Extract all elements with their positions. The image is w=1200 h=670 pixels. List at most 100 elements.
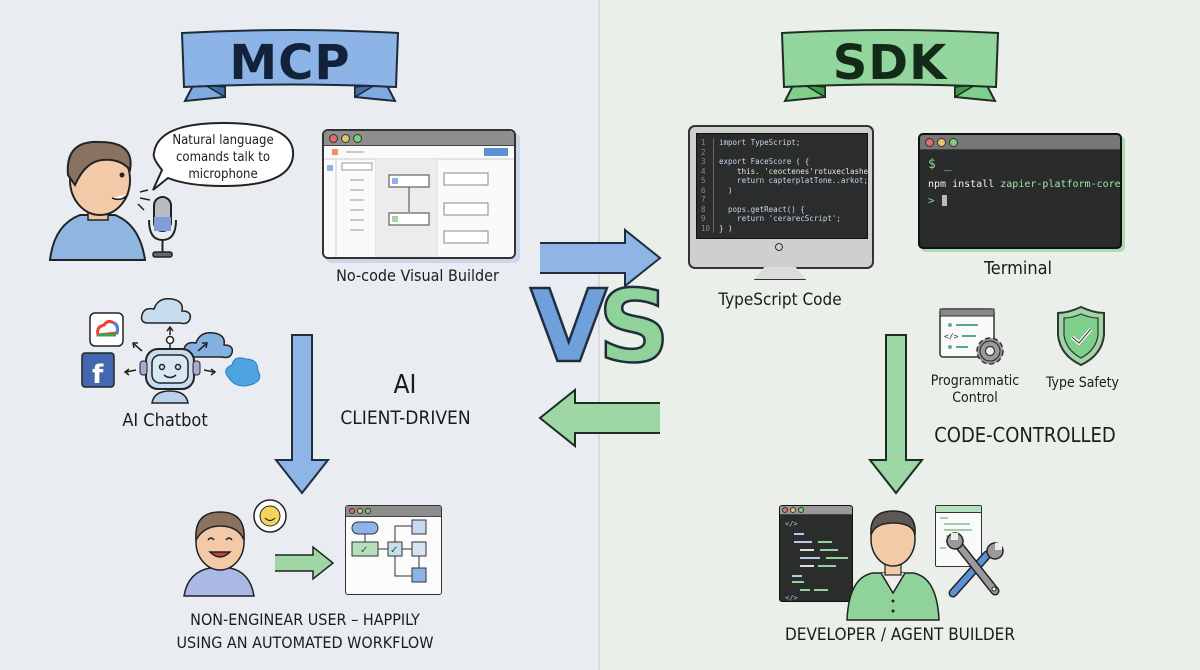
terminal-cmd-text: npm install (928, 179, 995, 190)
mcp-outcome-line-1: NON-ENGINEAR USER – HAPPILY (190, 610, 420, 629)
speech-bubble: Natural language comands talk to microph… (148, 118, 298, 198)
code-text: pops.getReact() { (719, 204, 805, 214)
programmatic-label-line-2: Control (952, 390, 998, 406)
window-titlebar (920, 135, 1120, 150)
programmatic-label-line-1: Programmatic (930, 373, 1020, 389)
smiling-person-icon (183, 499, 287, 597)
svg-text:✓: ✓ (360, 545, 368, 556)
code-line: 9 return 'cerarecScript'; (701, 214, 877, 224)
terminal-label: Terminal (983, 258, 1053, 279)
line-number: 10 (701, 223, 714, 233)
programmatic-control-icon: </> (939, 308, 1004, 365)
code-window: </> </> (779, 505, 853, 602)
ai-chatbot-illustration: f (70, 285, 290, 405)
speech-line-3: microphone (188, 167, 258, 182)
minimize-dot-icon (937, 137, 946, 147)
maximize-dot-icon (949, 137, 958, 147)
type-safety-label: Type Safety (1046, 375, 1119, 391)
mcp-outcome-line-2: USING AN AUTOMATED WORKFLOW (176, 633, 434, 652)
svg-text:</>: </> (944, 332, 959, 341)
line-number: 8 (701, 204, 714, 214)
wrench-screwdriver-icon (946, 532, 1004, 598)
terminal-command: npm install zapier-platform-core (928, 179, 1121, 190)
terminal-caret: > (928, 194, 935, 207)
code-line: 5 return capterplatTone..arkot; (701, 176, 877, 186)
speech-line-2: comands talk to (175, 150, 270, 165)
terminal-package-name: zapier-platform-core (1000, 179, 1121, 190)
terminal-cursor (942, 195, 947, 206)
developer-person-icon (846, 510, 940, 621)
svg-text:✓: ✓ (390, 545, 398, 556)
down-arrow-green-icon (867, 334, 925, 495)
code-line: 2 (701, 147, 877, 157)
close-dot-icon (329, 133, 338, 143)
ribbon-icon (780, 29, 1000, 103)
code-line: 6 ) (701, 185, 877, 195)
svg-text:f: f (92, 360, 104, 390)
happy-user-illustration (180, 499, 290, 600)
type-safety-shield-icon (1057, 305, 1105, 367)
code-line: 8 pops.getReact() { (701, 204, 877, 214)
developer-illustration: </> </> (775, 505, 1015, 621)
line-number: 3 (701, 157, 714, 167)
close-dot-icon (925, 137, 934, 147)
sdk-banner: SDK (760, 25, 1020, 110)
svg-text:</>: </> (785, 594, 798, 602)
window-titlebar (324, 131, 514, 146)
person-icon (48, 140, 151, 261)
sdk-title: SDK (832, 35, 948, 91)
panel-divider (598, 0, 600, 670)
line-number: 5 (701, 176, 714, 186)
left-arrow-green-icon (538, 387, 660, 449)
right-arrow-blue-icon (540, 227, 662, 289)
builder-canvas-icon (324, 148, 514, 257)
window-titlebar (346, 506, 441, 517)
code-text: } ) (719, 223, 733, 233)
typescript-label: TypeScript Code (718, 290, 842, 310)
code-line: 1 import TypeScript; (701, 138, 877, 148)
speech-bubble-icon (152, 121, 295, 191)
line-number: 9 (701, 214, 714, 224)
line-number: 6 (701, 185, 714, 195)
code-text: return capterplatTone..arkot; (719, 176, 869, 185)
svg-text:</>: </> (785, 520, 798, 528)
down-arrow-blue-icon (273, 334, 331, 495)
line-number: 2 (701, 147, 714, 157)
code-lines-icon: </> </> (785, 520, 848, 602)
terminal-prompt: $ _ (928, 157, 952, 172)
power-button-icon (775, 243, 783, 251)
code-text: this. 'ceoctenes'rotuxeclashe'; (719, 166, 878, 176)
visual-builder-window (322, 129, 516, 259)
right-arrow-green-small-icon (275, 545, 335, 581)
workflow-window: ✓ ✓ (345, 505, 442, 595)
mcp-mode-subtitle: CLIENT-DRIVEN (340, 407, 471, 429)
mcp-title: MCP (229, 35, 351, 91)
line-number: 7 (701, 195, 714, 205)
visual-builder-label: No-code Visual Builder (336, 266, 499, 285)
ribbon-icon (180, 29, 400, 103)
line-number: 1 (701, 138, 714, 148)
speech-line-1: Natural language (172, 133, 274, 148)
chatbot-hub-icon: f (81, 297, 261, 404)
chatbot-label: AI Chatbot (122, 410, 208, 431)
vs-letter-v: V (529, 267, 609, 387)
code-line: 3 export FaceScore ( { (701, 157, 877, 167)
code-text: return 'cerarecScript'; (719, 214, 841, 223)
sdk-outcome-label: DEVELOPER / AGENT BUILDER (785, 625, 1015, 645)
code-text: ) (719, 185, 733, 195)
sdk-mode-title: CODE-CONTROLLED (934, 423, 1116, 447)
maximize-dot-icon (353, 133, 362, 143)
code-line: 4 this. 'ceoctenes'rotuxeclashe'; (701, 166, 878, 176)
code-line: 7 (701, 195, 877, 205)
minimize-dot-icon (341, 133, 350, 143)
microphone-icon (145, 195, 180, 260)
code-text: export FaceScore ( { (719, 157, 810, 166)
voice-user-illustration (40, 130, 190, 265)
terminal-window: $ _ npm install zapier-platform-core > (918, 133, 1122, 249)
workflow-diagram-icon: ✓ ✓ (351, 519, 427, 583)
line-number: 4 (701, 166, 714, 176)
mcp-banner: MCP (160, 25, 420, 110)
code-text: import TypeScript; (719, 138, 801, 147)
